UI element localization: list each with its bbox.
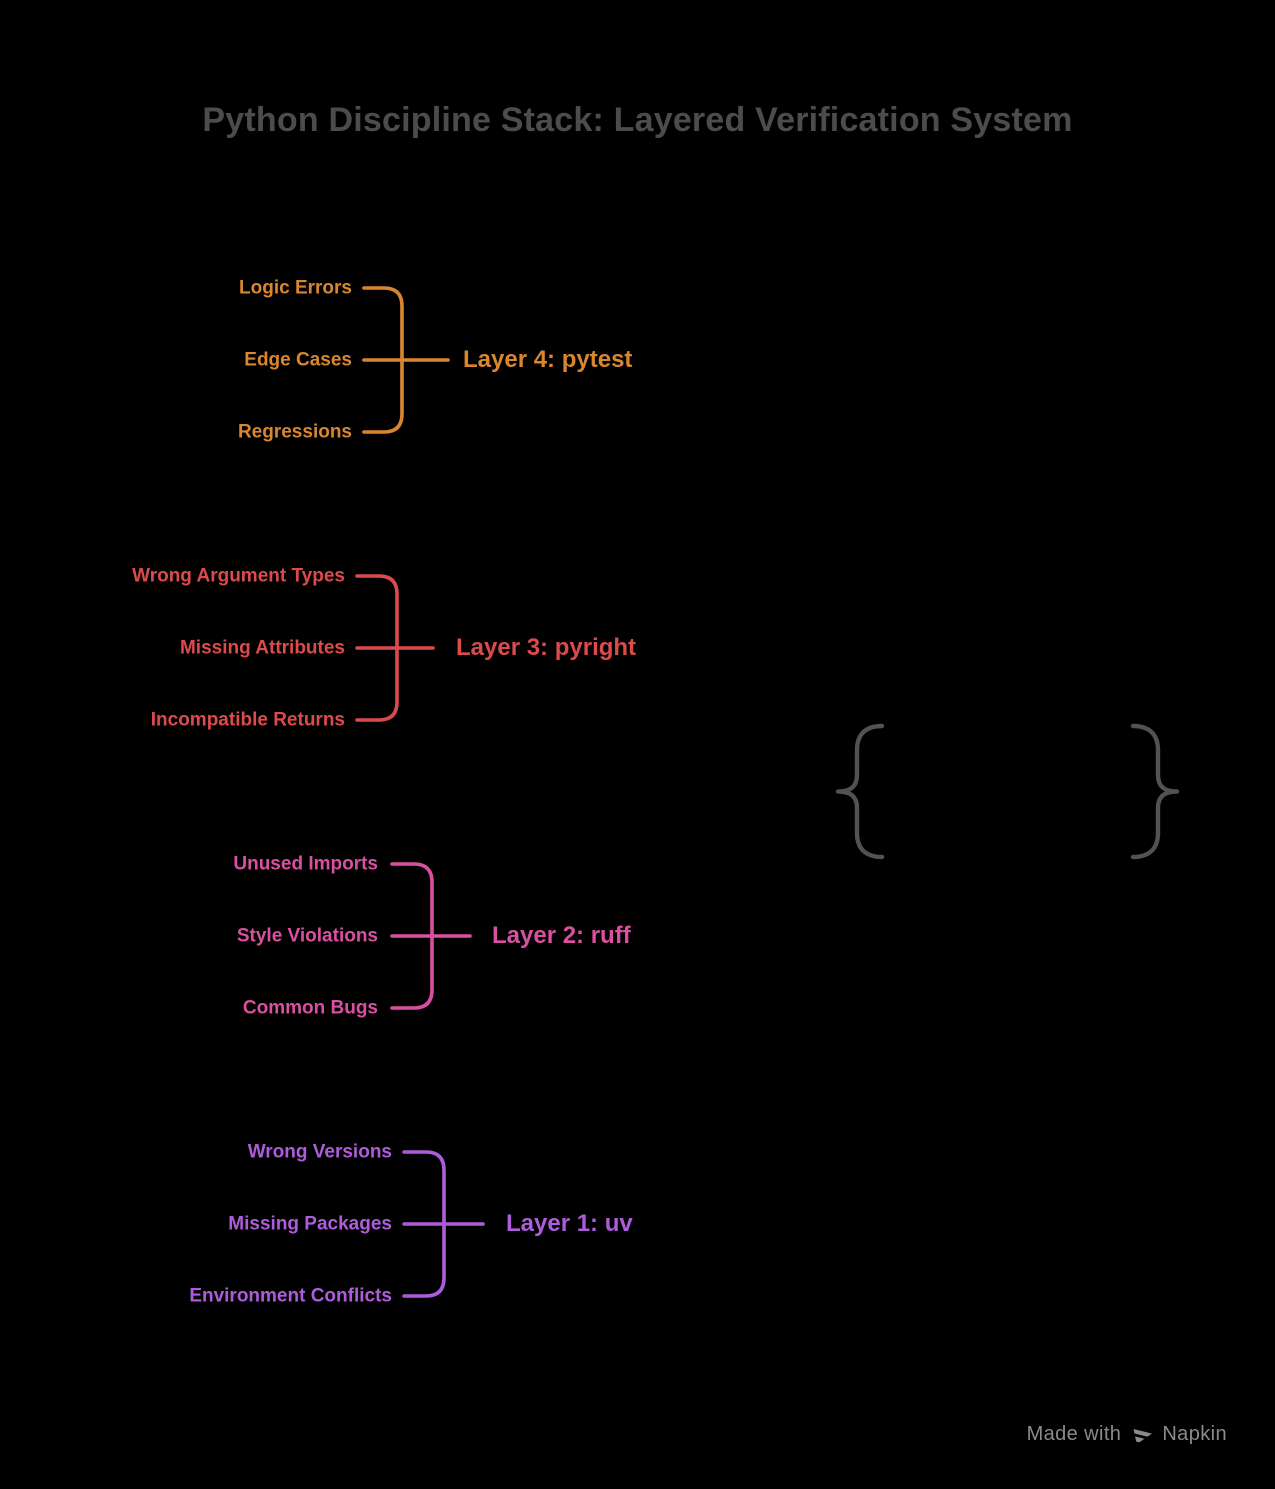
cluster-item-label: Environment Conflicts — [189, 1285, 392, 1307]
cluster-bracket-layer-4 — [362, 286, 450, 434]
cluster-bracket-layer-3 — [355, 574, 435, 722]
napkin-brand-text: Napkin — [1162, 1422, 1227, 1445]
cluster-item-label: Wrong Argument Types — [132, 565, 345, 587]
right-curly-brace — [1130, 723, 1180, 860]
cluster-item-label: Edge Cases — [244, 349, 352, 371]
cluster-item-label: Common Bugs — [242, 997, 378, 1019]
cluster-item-label: Regressions — [237, 421, 352, 443]
left-curly-brace — [835, 723, 885, 860]
layer-label-ruff: Layer 2: ruff — [492, 922, 631, 949]
cluster-item-label: Unused Imports — [233, 853, 378, 875]
layer-label-pyright: Layer 3: pyright — [456, 634, 637, 661]
cluster-item-label: Missing Attributes — [179, 637, 345, 659]
cluster-item-label: Missing Packages — [228, 1213, 392, 1235]
layer-label-uv: Layer 1: uv — [506, 1210, 633, 1237]
cluster-item-label: Wrong Versions — [247, 1141, 392, 1163]
cluster-bracket-layer-2 — [390, 862, 472, 1010]
cluster-item-label: Incompatible Returns — [150, 709, 345, 731]
diagram-title: Python Discipline Stack: Layered Verific… — [202, 101, 1073, 139]
layer-label-pytest: Layer 4: pytest — [463, 346, 633, 373]
cluster-item-label: Logic Errors — [239, 277, 352, 299]
cluster-item-label: Style Violations — [236, 925, 378, 947]
made-with-text: Made with — [1026, 1422, 1122, 1445]
cluster-bracket-layer-1 — [402, 1150, 485, 1298]
napkin-logo-icon — [1130, 1423, 1153, 1446]
made-with-napkin-badge: Made with Napkin — [1027, 1421, 1227, 1447]
